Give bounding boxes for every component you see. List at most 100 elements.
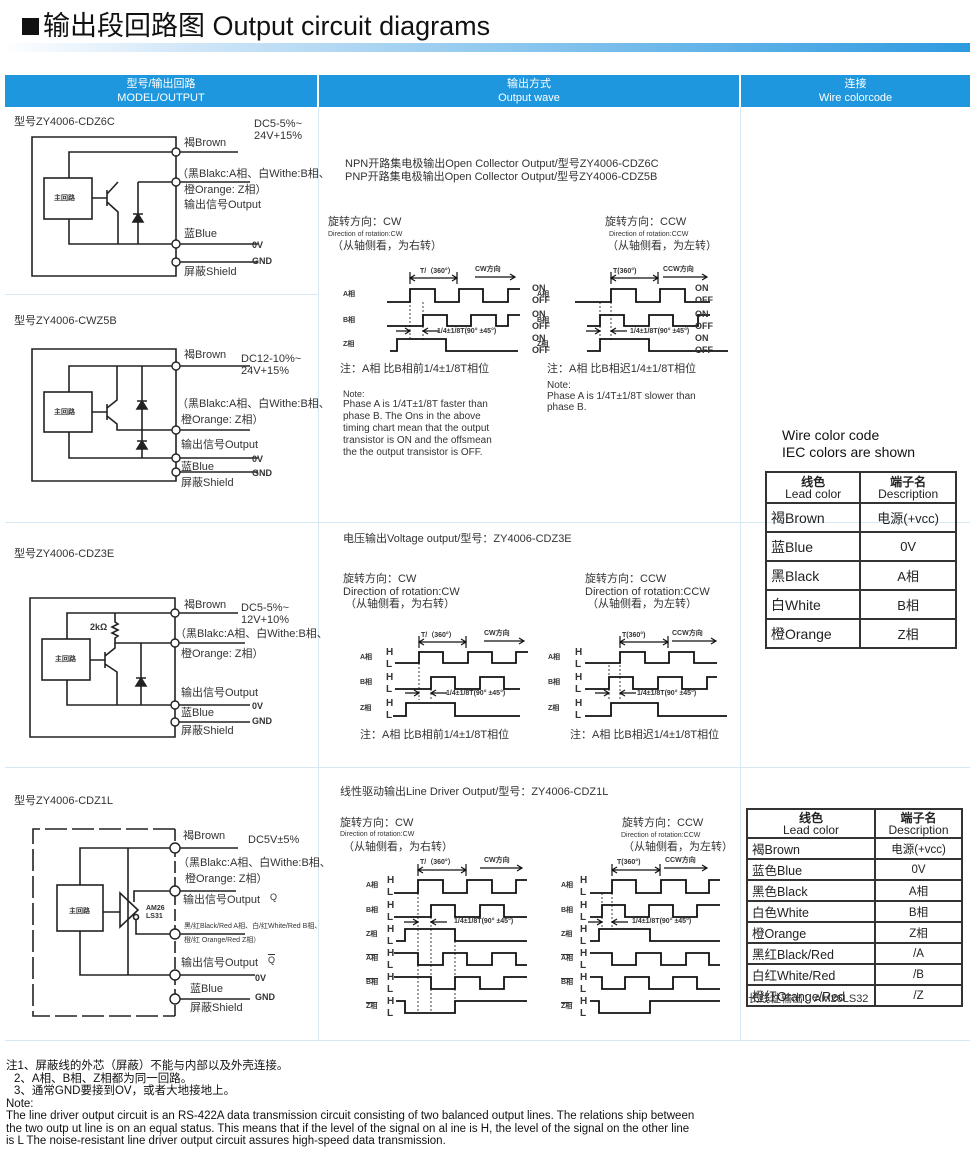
model-label: 型号ZY4006-CDZ3E [14,548,115,560]
note-line: phase B. [547,402,587,413]
channel-label: B相 [537,317,550,324]
wire-brown-label: 褐Brown [184,599,227,611]
low-label: L [387,936,394,947]
rotation-direction: 旋转方向：CCW [605,216,687,228]
low-label: L [580,936,587,947]
supply-voltage: DC5V±5% [248,834,300,846]
colorcode-heading: Wire color code [782,427,880,443]
row-divider [5,522,970,523]
low-label: L [386,659,393,670]
channel-label: Z相 [548,705,560,712]
phase-note: 注：A相 比B相迟1/4±1/8T相位 [547,363,697,375]
model-label: 型号ZY4006-CWZ5B [14,315,117,327]
ov-label: 0V [252,701,264,711]
column-divider [318,107,319,1040]
high-label: H [580,948,588,959]
wave-title: 电压输出Voltage output/型号：ZY4006-CDZ3E [343,533,572,545]
channel-label: Z相 [366,931,378,938]
wire-shield-label: 屏蔽Shield [181,477,234,489]
note-line: Note: [343,389,365,399]
channel-label: B相 [366,979,379,986]
wire-output-label: 输出信号Output [184,199,262,211]
supply-voltage: 24V+15% [241,365,290,377]
direction-arrow-label: CW方向 [475,266,501,273]
wave-trace [393,702,520,717]
high-label: H [575,647,583,658]
channel-label: Z相 [343,341,355,348]
period-span-icon [417,636,468,648]
chip-label: AM26 [146,905,165,912]
low-label: L [580,1008,587,1019]
channel-label: Z相 [360,705,372,712]
channel-label: Z相 [366,1003,378,1010]
off-label: OFF [695,295,713,305]
model-label: 型号ZY4006-CDZ6C [14,116,115,128]
lead-color-cell: 蓝Blue [764,531,862,562]
period-span-icon [416,864,468,876]
inverted-wave-trace [590,976,720,990]
note-en: the two outp ut line is on an equal stat… [6,1122,690,1135]
wire-output-label: （黑Blakc:A相、白Withe:B相、 [177,398,330,410]
channel-label: A相 [343,291,356,298]
period-span-icon [609,272,660,284]
note-line: Phase A is 1/4T±1/8T faster than [343,399,488,410]
wave-trace [387,314,520,327]
high-label: H [387,900,395,911]
header-en: Output wave [498,92,560,104]
rotation-direction: 旋转方向：CCW [585,573,667,585]
lead-color-cell: 褐Brown [745,837,877,860]
description-cell: 0V [874,858,963,881]
direction-arrow-icon [480,864,524,872]
off-label: OFF [695,321,713,331]
lead-color-cell: 橙Orange [764,618,862,649]
description-cell: /A [874,942,963,965]
phase-label: 1/4±1/8T(90° ±45°) [446,690,506,697]
wave-trace [585,676,717,690]
period-span-icon [408,272,459,284]
channel-label: B相 [343,317,356,324]
off-label: OFF [532,345,550,355]
high-label: H [580,996,588,1007]
rotation-direction-en: Direction of rotation:CCW [585,586,710,598]
colorcode-heading: IEC colors are shown [782,444,916,460]
wire-output-label: （黑Blakc:A相、白Withe:B相、 [178,857,331,869]
wave-trace [390,338,518,352]
period-span-icon [610,864,662,876]
direction-arrow-label: CCW方向 [665,857,696,864]
col-en: Lead color [782,822,840,837]
phase-note: 注：A相 比B相迟1/4±1/8T相位 [570,729,720,741]
channel-label: A相 [366,882,379,889]
supply-voltage: 24V+15% [254,130,303,142]
direction-arrow-label: CCW方向 [663,266,694,273]
wire-brown-label: 褐Brown [184,137,227,149]
wire-output-inverted-label: 橙/红 Orange/Red Z相） [184,937,261,944]
col-en: Lead color [785,486,842,501]
channel-label: B相 [366,907,379,914]
header-cn: 型号/输出回路 [126,78,196,90]
phase-label: 1/4±1/8T(90° ±45°) [632,918,692,925]
channel-label: Z相 [561,1003,573,1010]
header-cn: 连接 [844,78,867,90]
table-row: 黑红Black/Red/A [745,942,963,965]
low-label: L [387,887,394,898]
wire-blue-label: 蓝Blue [184,228,218,240]
inverted-wave-trace [394,952,527,966]
col-en: Description [878,486,939,501]
high-label: H [387,996,395,1007]
wire-output-label: 橙Orange: Z相） [181,648,264,660]
on-label: ON [695,309,709,319]
phase-arrow-icon [588,918,628,926]
direction-arrow-icon [663,273,709,281]
rotation-direction: 旋转方向：CW [340,817,414,829]
lead-color-cell: 蓝色Blue [745,858,877,881]
row-divider [5,767,970,768]
ov-label: 0V [252,240,264,250]
note-en: The line driver output circuit is an RS-… [6,1110,695,1122]
table-row: 白红White/Red/B [745,963,963,986]
direction-arrow-label: CCW方向 [672,630,703,637]
period-label: T/（360°） [420,268,455,275]
